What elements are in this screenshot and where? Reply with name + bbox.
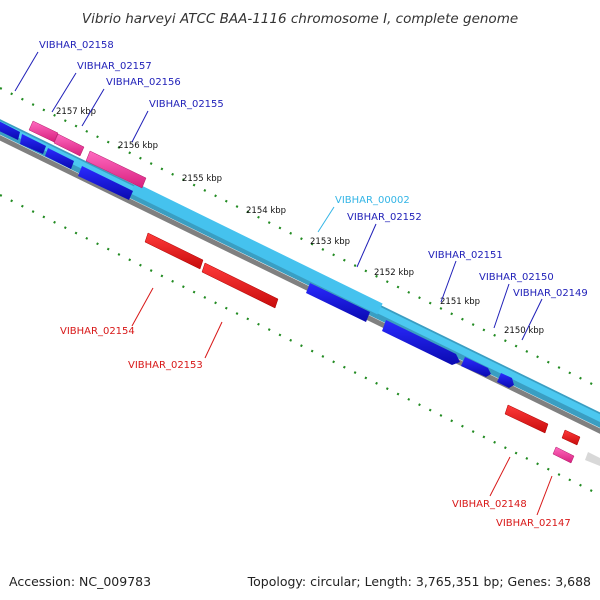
- tick-label: 2154 kbp: [246, 206, 286, 216]
- gene-label[interactable]: VIBHAR_02147: [496, 518, 571, 529]
- gene-feature[interactable]: [85, 150, 147, 189]
- gene-feature[interactable]: [306, 283, 370, 322]
- gene-label[interactable]: VIBHAR_00002: [335, 195, 410, 206]
- inner-tick-ring: [0, 194, 600, 496]
- gene-feature[interactable]: [45, 148, 74, 169]
- gene-feature[interactable]: [20, 134, 46, 154]
- gene-label[interactable]: VIBHAR_02148: [452, 499, 527, 510]
- gene-label[interactable]: VIBHAR_02156: [106, 77, 181, 88]
- tick-label: 2157 kbp: [56, 107, 96, 117]
- accession-text: Accession: NC_009783: [9, 574, 151, 589]
- gene-feature[interactable]: [552, 446, 575, 464]
- genome-summary-text: Topology: circular; Length: 3,765,351 bp…: [247, 574, 591, 589]
- gene-label[interactable]: VIBHAR_02151: [428, 250, 503, 261]
- gene-labels: VIBHAR_02158 VIBHAR_02157 VIBHAR_02156 V…: [39, 40, 588, 529]
- gene-label[interactable]: VIBHAR_02150: [479, 272, 554, 283]
- gene-label[interactable]: VIBHAR_02157: [77, 61, 152, 72]
- gene-label[interactable]: VIBHAR_02155: [149, 99, 224, 110]
- gene-feature[interactable]: [28, 120, 59, 143]
- gene-feature[interactable]: [382, 320, 460, 365]
- tick-label: 2155 kbp: [182, 174, 222, 184]
- gene-feature[interactable]: [0, 119, 20, 140]
- tick-label: 2151 kbp: [440, 297, 480, 307]
- gene-label[interactable]: VIBHAR_02153: [128, 360, 203, 371]
- tick-label: 2150 kbp: [504, 326, 544, 336]
- label-leaders: [14, 51, 553, 516]
- map-title: Vibrio harveyi ATCC BAA-1116 chromosome …: [82, 11, 518, 27]
- gene-feature[interactable]: [585, 452, 600, 466]
- gene-feature[interactable]: [504, 404, 549, 434]
- gene-label[interactable]: VIBHAR_02158: [39, 40, 114, 51]
- gene-label[interactable]: VIBHAR_02152: [347, 212, 422, 223]
- reverse-genes: [144, 232, 600, 466]
- tick-label: 2153 kbp: [310, 237, 350, 247]
- gene-feature[interactable]: [497, 373, 514, 388]
- tick-label: 2156 kbp: [118, 141, 158, 151]
- gene-feature[interactable]: [461, 357, 491, 377]
- gene-label[interactable]: VIBHAR_02154: [60, 326, 135, 337]
- gene-feature[interactable]: [201, 262, 279, 309]
- forward-pseudogenes: [28, 120, 147, 189]
- gene-feature[interactable]: [561, 429, 581, 446]
- gene-feature[interactable]: [78, 166, 133, 200]
- tick-label: 2152 kbp: [374, 268, 414, 278]
- outer-tick-ring: [0, 87, 600, 389]
- forward-genes: [0, 119, 514, 388]
- gene-label[interactable]: VIBHAR_02149: [513, 288, 588, 299]
- gene-feature[interactable]: [53, 133, 85, 157]
- gene-feature[interactable]: [144, 232, 204, 270]
- kbp-labels: 2157 kbp 2156 kbp 2155 kbp 2154 kbp 2153…: [56, 107, 544, 336]
